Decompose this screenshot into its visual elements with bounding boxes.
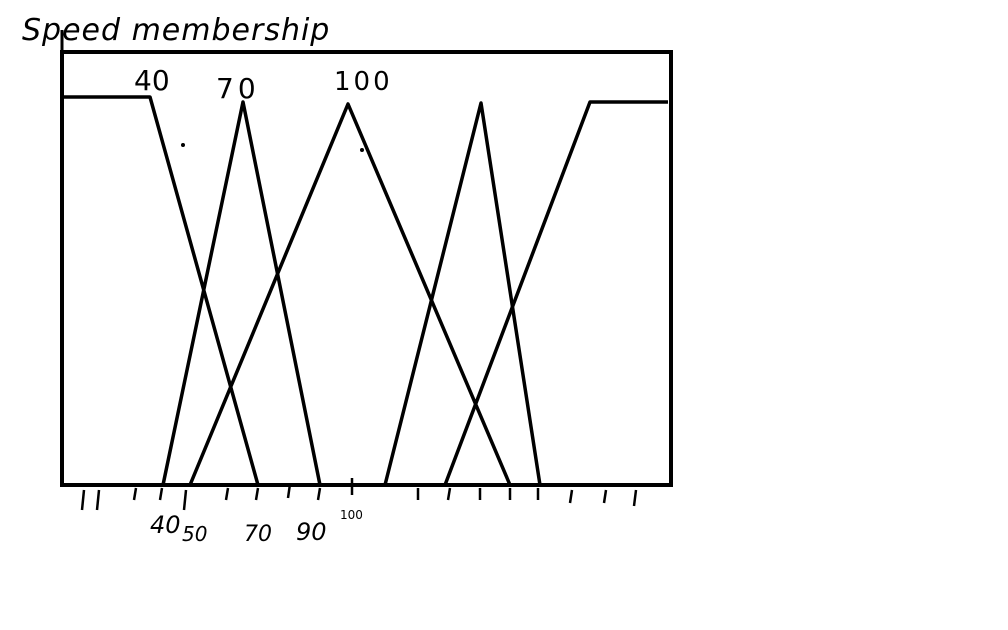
axis-ticks bbox=[80, 478, 638, 511]
mf-triangle-100 bbox=[188, 102, 512, 486]
peak-label: 40 bbox=[134, 64, 170, 97]
mf-triangle-70 bbox=[161, 100, 322, 486]
axis-label: 70 bbox=[244, 522, 272, 547]
axis-label: 50 bbox=[182, 522, 207, 546]
axis-label: 40 bbox=[150, 511, 181, 539]
peak-label: 70 bbox=[216, 72, 260, 105]
mf-right-shoulder bbox=[443, 100, 668, 486]
diagram-title: Speed membership bbox=[22, 13, 330, 48]
peak-label: 100 bbox=[334, 67, 393, 97]
axis-label: 100 bbox=[340, 508, 363, 522]
plot-frame bbox=[60, 50, 673, 487]
membership-functions bbox=[62, 95, 668, 486]
axis-label: 90 bbox=[296, 518, 327, 546]
mf-triangle-right bbox=[383, 101, 542, 486]
stray-dot bbox=[181, 143, 185, 147]
mf-left-shoulder bbox=[62, 95, 260, 486]
stray-dot bbox=[360, 148, 364, 152]
